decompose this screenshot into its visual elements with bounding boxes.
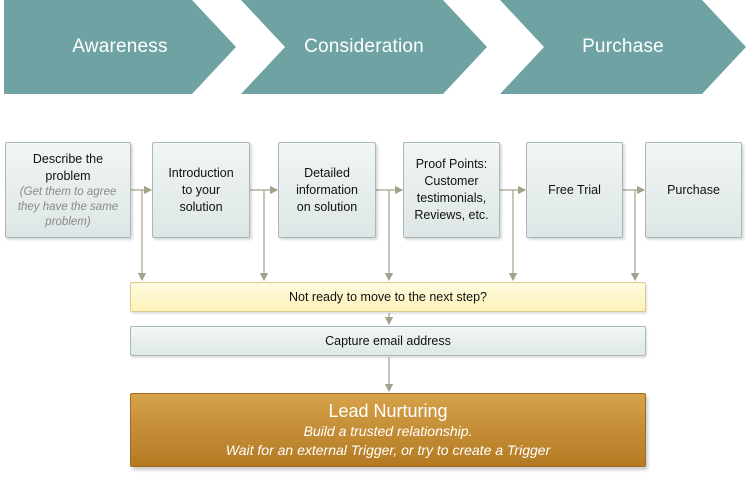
step-text: to your (181, 182, 221, 197)
step-text: problem (45, 168, 91, 183)
lead-nurturing-box: Lead Nurturing Build a trusted relations… (130, 393, 646, 467)
step-text: Customer (424, 174, 479, 188)
stage-purchase: Purchase (500, 0, 746, 94)
lead-nurturing-line2: Wait for an external Trigger, or try to … (225, 442, 551, 458)
step-text: information (296, 182, 358, 197)
stage-label: Consideration (304, 36, 424, 57)
step-text: solution (179, 199, 223, 214)
step-introduction: Introduction to your solution (152, 142, 250, 238)
step-purchase: Purchase (645, 142, 742, 238)
step-text: Reviews, etc. (414, 208, 489, 222)
stage-label: Purchase (582, 36, 664, 57)
step-free-trial: Free Trial (526, 142, 623, 238)
step-text: Free Trial (548, 182, 601, 197)
lead-nurturing-title: Lead Nurturing (328, 401, 448, 421)
step-describe-problem: Describe the problem (Get them to agree … (5, 142, 131, 238)
step-text: on solution (296, 199, 358, 214)
not-ready-label: Not ready to move to the next step? (288, 290, 488, 304)
step-proof-points: Proof Points: Customer testimonials, Rev… (403, 142, 500, 238)
step-note: they have the same (17, 200, 119, 213)
step-note: (Get them to agree (19, 185, 117, 198)
step-text: Purchase (667, 182, 720, 197)
step-detailed-information: Detailed information on solution (278, 142, 376, 238)
step-text: Describe the (32, 151, 104, 166)
lead-nurturing-line1: Build a trusted relationship. (303, 423, 473, 439)
step-text: Introduction (168, 165, 234, 180)
step-text: Proof Points: (415, 157, 488, 171)
stage-awareness: Awareness (4, 0, 236, 94)
stage-label: Awareness (72, 36, 168, 57)
capture-email-bar: Capture email address (130, 326, 646, 356)
stage-consideration: Consideration (241, 0, 487, 94)
step-text: Detailed (304, 165, 350, 180)
step-text: testimonials, (416, 191, 487, 205)
step-note: problem) (45, 215, 91, 228)
not-ready-bar: Not ready to move to the next step? (130, 282, 646, 312)
capture-email-label: Capture email address (325, 334, 451, 348)
